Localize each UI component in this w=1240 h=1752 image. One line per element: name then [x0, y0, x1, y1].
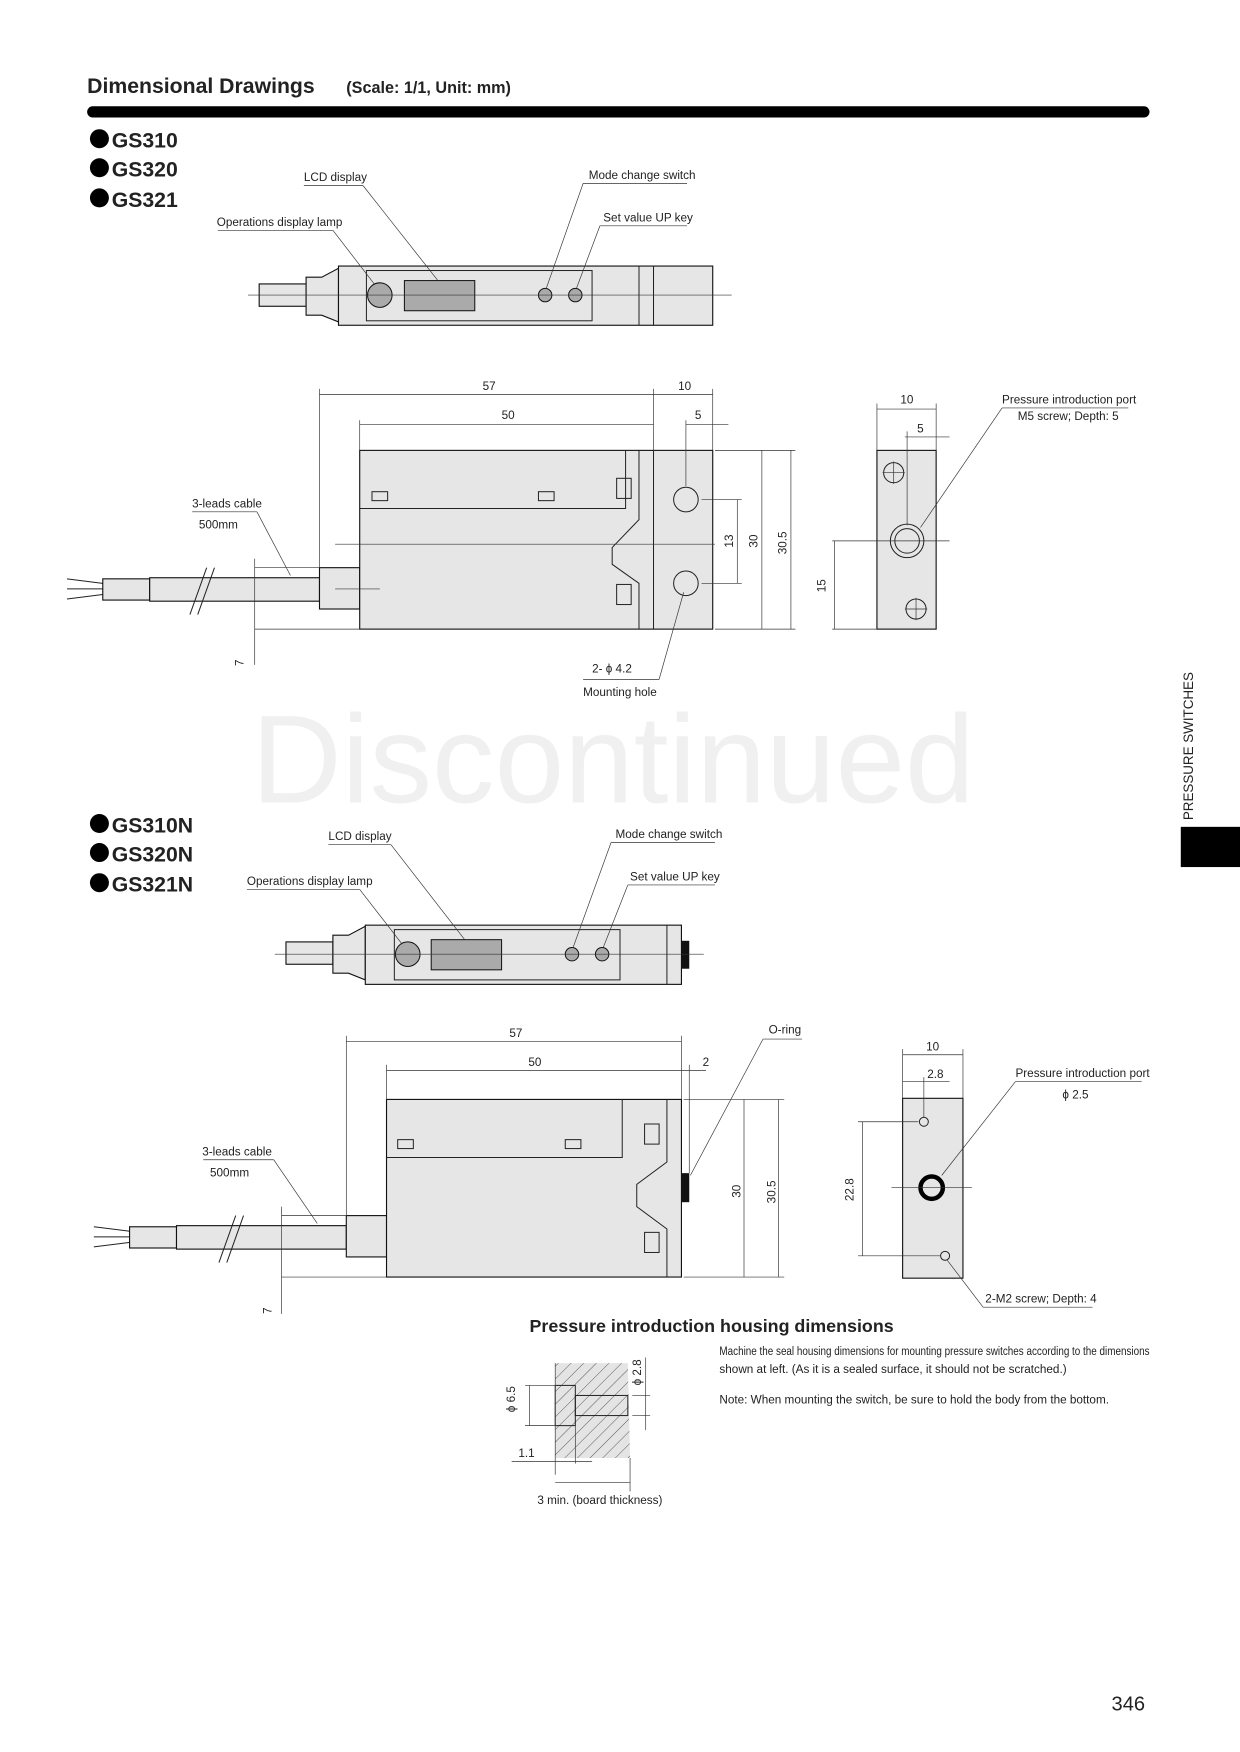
model-list-1: GS310 GS320 GS321	[89, 129, 178, 212]
svg-text:10: 10	[900, 393, 914, 406]
svg-text:3 min. (board thickness): 3 min. (board thickness)	[537, 1494, 662, 1507]
svg-text:3-leads cable: 3-leads cable	[192, 497, 262, 510]
side-view-2: 10 2.8 22.8 Pressure introduction port ϕ…	[843, 1040, 1150, 1308]
svg-text:M5 screw; Depth: 5: M5 screw; Depth: 5	[1018, 410, 1119, 423]
housing-text-1: Machine the seal housing dimensions for …	[719, 1345, 1149, 1358]
svg-text:7: 7	[234, 659, 247, 666]
svg-text:GS321N: GS321N	[112, 874, 193, 897]
svg-text:5: 5	[917, 423, 924, 436]
svg-text:7: 7	[261, 1307, 274, 1314]
housing-title: Pressure introduction housing dimensions	[530, 1316, 894, 1336]
svg-text:LCD display: LCD display	[328, 830, 391, 843]
watermark: Discontinued	[251, 689, 974, 829]
svg-text:Operations display lamp: Operations display lamp	[217, 216, 343, 229]
svg-text:Set value UP key: Set value UP key	[630, 870, 720, 883]
svg-text:LCD display: LCD display	[304, 171, 367, 184]
side-tab-label: PRESSURE SWITCHES	[1181, 672, 1196, 820]
svg-text:30.5: 30.5	[765, 1180, 778, 1203]
svg-text:Set value UP key: Set value UP key	[603, 211, 693, 224]
svg-text:O-ring: O-ring	[769, 1024, 802, 1037]
svg-text:22.8: 22.8	[843, 1178, 856, 1201]
svg-text:GS310: GS310	[112, 130, 178, 153]
side-view-1: 10 5 15 Pressure introduction port M5 sc…	[816, 393, 1137, 630]
svg-text:Pressure introduction port: Pressure introduction port	[1015, 1067, 1150, 1080]
housing-drawing: ϕ 6.5 ϕ 2.8 1.1 3 min. (board thickness)	[505, 1357, 662, 1507]
svg-text:13: 13	[723, 535, 736, 548]
svg-text:57: 57	[483, 380, 496, 393]
svg-text:2: 2	[703, 1056, 710, 1069]
svg-text:GS310N: GS310N	[112, 814, 193, 837]
svg-text:2-M2 screw; Depth: 4: 2-M2 screw; Depth: 4	[985, 1293, 1097, 1306]
top-view-1: Operations display lamp LCD display Mode…	[217, 169, 732, 326]
svg-text:15: 15	[816, 579, 829, 593]
svg-text:50: 50	[528, 1056, 542, 1069]
svg-text:Operations display lamp: Operations display lamp	[247, 875, 373, 888]
svg-text:Mode change switch: Mode change switch	[589, 169, 696, 182]
svg-text:50: 50	[502, 409, 516, 422]
svg-text:2- ϕ 4.2: 2- ϕ 4.2	[592, 663, 632, 676]
svg-text:GS320: GS320	[112, 159, 178, 182]
page-number: 346	[1112, 1693, 1146, 1715]
page-title: Dimensional Drawings	[87, 75, 315, 98]
page-subtitle: (Scale: 1/1, Unit: mm)	[346, 79, 511, 97]
model-list-2: GS310N GS320N GS321N	[89, 814, 193, 897]
svg-text:2.8: 2.8	[927, 1068, 944, 1081]
svg-text:5: 5	[695, 409, 702, 422]
housing-text-2: shown at left. (As it is a sealed surfac…	[719, 1363, 1066, 1376]
front-view-2: O-ring 57 50 2 30 30.5 7 3-leads cable 5…	[93, 1024, 803, 1314]
svg-text:10: 10	[926, 1040, 940, 1053]
svg-text:500mm: 500mm	[199, 519, 238, 532]
svg-text:500mm: 500mm	[210, 1167, 249, 1180]
svg-text:30: 30	[747, 534, 760, 548]
top-view-2: Operations display lamp LCD display Mode…	[246, 828, 723, 985]
header-rule	[87, 106, 1150, 118]
housing-note: Note: When mounting the switch, be sure …	[719, 1393, 1109, 1406]
svg-text:30: 30	[731, 1184, 744, 1198]
svg-text:10: 10	[678, 380, 692, 393]
svg-text:ϕ 2.8: ϕ 2.8	[631, 1359, 644, 1386]
front-view-1: 57 10 50 5 13 30 30.5 7 3-leads cable 50…	[66, 380, 796, 699]
lcd-display	[403, 280, 476, 312]
svg-text:57: 57	[509, 1027, 522, 1040]
svg-text:Mode change switch: Mode change switch	[616, 828, 723, 841]
svg-text:Mounting hole: Mounting hole	[583, 686, 657, 699]
svg-text:1.1: 1.1	[518, 1447, 534, 1460]
svg-text:GS320N: GS320N	[112, 843, 193, 866]
svg-text:ϕ 2.5: ϕ 2.5	[1062, 1088, 1089, 1101]
svg-text:30.5: 30.5	[776, 531, 789, 554]
svg-text:GS321: GS321	[112, 189, 178, 212]
side-tab-marker	[1180, 826, 1240, 868]
svg-text:ϕ 6.5: ϕ 6.5	[505, 1386, 518, 1413]
svg-text:3-leads cable: 3-leads cable	[202, 1145, 272, 1158]
svg-text:Pressure introduction port: Pressure introduction port	[1002, 393, 1137, 406]
